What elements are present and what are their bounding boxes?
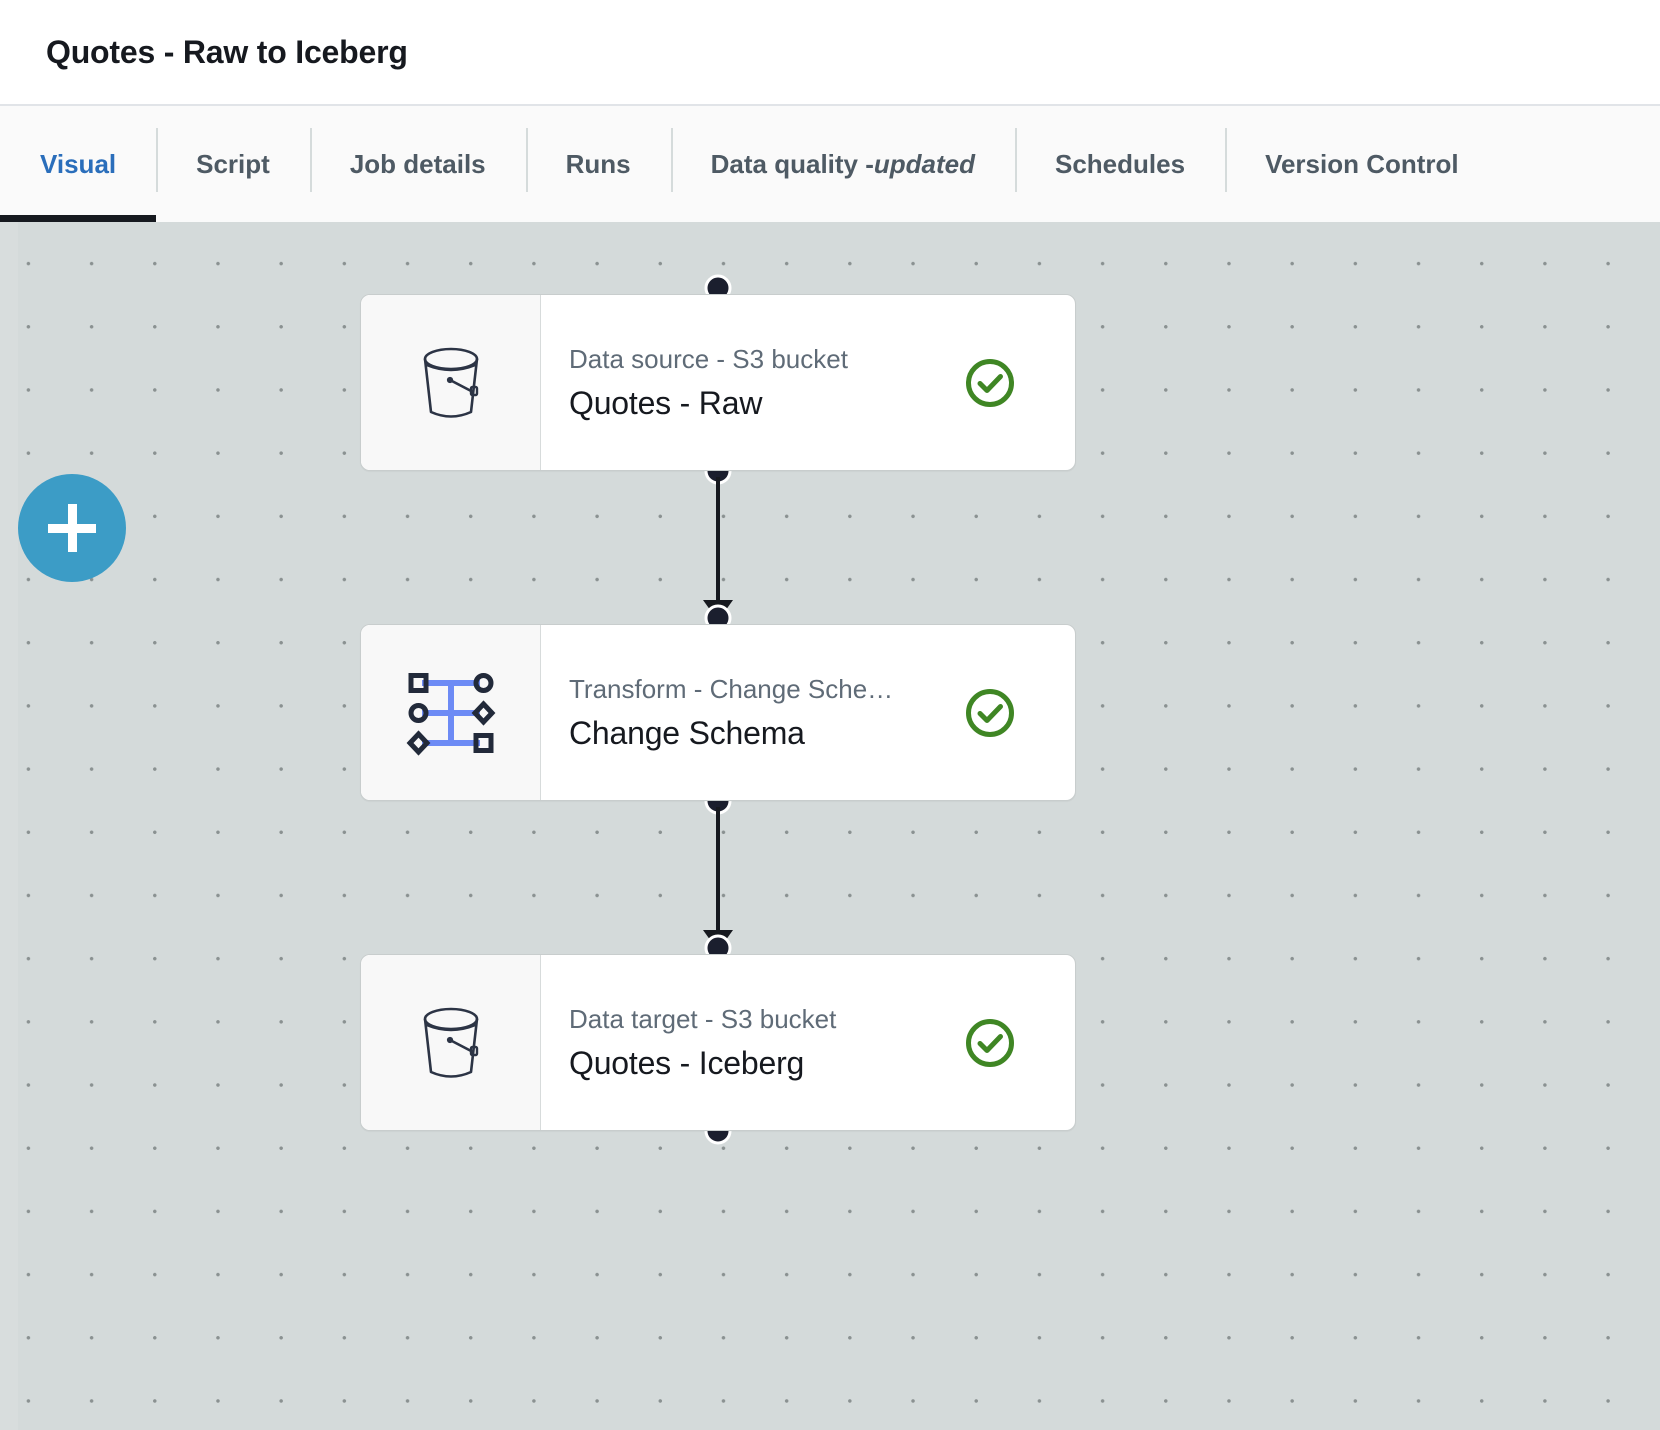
node-name-label: Change Schema	[569, 714, 805, 751]
check-circle-icon	[966, 688, 1014, 737]
s3-bucket-icon	[423, 1007, 478, 1078]
edge-source-to-transform	[716, 477, 720, 605]
tab-runs-label: Runs	[565, 148, 631, 179]
page-title: Quotes - Raw to Iceberg	[46, 33, 408, 70]
node-body: Data target - S3 bucket Quotes - Iceberg	[541, 955, 1075, 1130]
tab-job-details-label: Job details	[349, 148, 486, 179]
tab-script-label: Script	[196, 148, 270, 179]
s3-bucket-icon	[423, 347, 478, 418]
tab-runs[interactable]: Runs	[525, 106, 671, 222]
node-data-source[interactable]: Data source - S3 bucket Quotes - Raw	[360, 294, 1076, 471]
node-type-label: Data source - S3 bucket	[569, 343, 848, 374]
tab-schedules[interactable]: Schedules	[1015, 106, 1225, 222]
tab-script[interactable]: Script	[156, 106, 310, 222]
page-header: Quotes - Raw to Iceberg	[0, 0, 1660, 104]
tab-version-control-label: Version Control	[1265, 148, 1459, 179]
tab-data-quality[interactable]: Data quality - updated	[670, 106, 1015, 222]
node-transform[interactable]: Transform - Change Sche… Change Schema	[360, 624, 1076, 801]
node-icon-cell	[361, 955, 541, 1130]
tab-data-quality-emphasis: updated	[873, 148, 975, 179]
node-type-label: Transform - Change Sche…	[569, 673, 894, 704]
check-circle-icon	[966, 1018, 1014, 1067]
node-text: Transform - Change Sche… Change Schema	[569, 674, 963, 752]
node-status-badge	[963, 686, 1017, 740]
tab-job-details[interactable]: Job details	[309, 106, 526, 222]
check-circle-icon	[966, 358, 1014, 407]
tab-version-control[interactable]: Version Control	[1225, 106, 1499, 222]
node-text: Data source - S3 bucket Quotes - Raw	[569, 344, 963, 422]
tab-schedules-label: Schedules	[1055, 148, 1186, 179]
node-name-label: Quotes - Raw	[569, 384, 763, 421]
add-node-button[interactable]	[18, 474, 126, 582]
tab-visual[interactable]: Visual	[0, 106, 157, 222]
change-schema-icon	[406, 672, 495, 756]
node-status-badge	[963, 1016, 1017, 1070]
node-name-label: Quotes - Iceberg	[569, 1044, 805, 1081]
canvas-left-gutter	[0, 222, 18, 1430]
node-text: Data target - S3 bucket Quotes - Iceberg	[569, 1004, 963, 1082]
job-graph-canvas[interactable]: Data source - S3 bucket Quotes - Raw	[0, 222, 1660, 1430]
node-icon-cell	[361, 295, 541, 470]
node-type-label: Data target - S3 bucket	[569, 1003, 837, 1034]
node-status-badge	[963, 356, 1017, 410]
plus-icon-vertical	[67, 504, 77, 552]
tab-bar: Visual Script Job details Runs Data qual…	[0, 104, 1660, 222]
node-icon-cell	[361, 625, 541, 800]
tab-visual-label: Visual	[40, 148, 117, 179]
edge-transform-to-target	[716, 807, 720, 935]
tab-data-quality-label: Data quality -	[710, 148, 874, 179]
node-body: Transform - Change Sche… Change Schema	[541, 625, 1075, 800]
node-body: Data source - S3 bucket Quotes - Raw	[541, 295, 1075, 470]
node-data-target[interactable]: Data target - S3 bucket Quotes - Iceberg	[360, 954, 1076, 1131]
